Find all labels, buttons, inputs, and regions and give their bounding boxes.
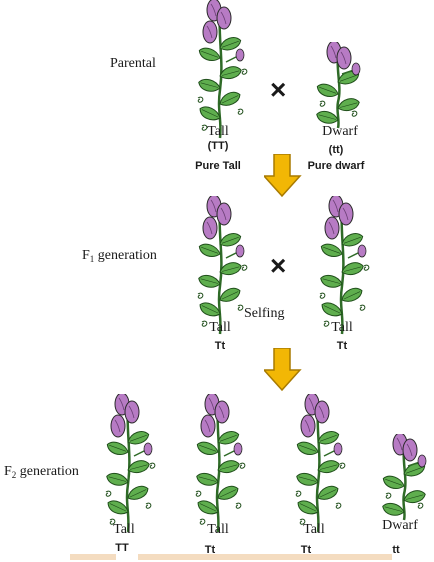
f2-plant-1-genotype: TT: [115, 542, 129, 554]
parental-dwarf-plant: [316, 42, 366, 132]
baseline-right: [138, 554, 392, 560]
f1-left-plant: [192, 196, 252, 336]
parental-dwarf-genotype: (tt): [328, 144, 344, 156]
down-arrow-1: [264, 154, 302, 198]
f2-plant-1-name: Tall: [113, 522, 135, 537]
f1-right-genotype: Tt: [336, 340, 348, 352]
parental-cross-symbol: ×: [270, 74, 287, 105]
f2-plant-2-genotype: Tt: [204, 544, 216, 556]
f1-cross-symbol: ×: [270, 250, 287, 281]
f2-plant-2-name: Tall: [207, 522, 229, 537]
baseline-left: [70, 554, 116, 560]
f1-left-name: Tall: [209, 320, 231, 335]
f2-plant-3: [290, 394, 350, 534]
selfing-label: Selfing: [244, 306, 285, 321]
f2-plant-4: [382, 434, 432, 524]
f2-generation-label: F2 generation: [4, 464, 79, 480]
parental-dwarf-note: Pure dwarf: [307, 160, 365, 172]
parental-tall-note: Pure Tall: [195, 160, 241, 172]
parental-tall-genotype: (TT): [207, 140, 229, 152]
f2-plant-4-genotype: tt: [392, 544, 400, 556]
parental-tall-plant: [192, 0, 252, 140]
parental-dwarf-name: Dwarf: [322, 124, 358, 139]
parental-tall-name: Tall: [207, 124, 229, 139]
f1-right-plant: [314, 196, 374, 336]
f1-right-name: Tall: [331, 320, 353, 335]
parental-label: Parental: [110, 56, 156, 71]
f2-plant-2: [190, 394, 250, 534]
f2-plant-4-name: Dwarf: [382, 518, 418, 533]
down-arrow-2: [264, 348, 302, 392]
f2-plant-3-genotype: Tt: [300, 544, 312, 556]
f1-generation-label: F1 generation: [82, 248, 157, 264]
f2-plant-3-name: Tall: [303, 522, 325, 537]
f2-plant-1: [100, 394, 160, 534]
f1-left-genotype: Tt: [214, 340, 226, 352]
